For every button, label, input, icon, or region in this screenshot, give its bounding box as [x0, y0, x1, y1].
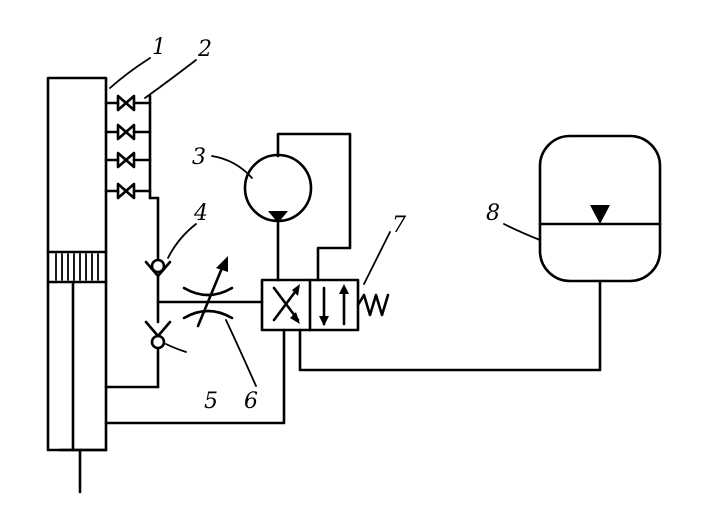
pump-drain-line: [276, 132, 352, 282]
reservoir-tank: [538, 134, 662, 283]
hydraulic-cylinder: [46, 76, 108, 494]
label-7: 7: [392, 213, 406, 238]
label-8: 8: [486, 201, 500, 226]
label-3: 3: [192, 145, 206, 170]
label-1: 1: [152, 35, 166, 60]
leader-lines: [109, 57, 541, 387]
label-6: 6: [244, 389, 258, 414]
label-4: 4: [193, 201, 208, 226]
piston-hatching: [55, 253, 99, 281]
label-2: 2: [197, 37, 212, 62]
label-5: 5: [204, 389, 218, 414]
throttle-adjust-arrow: [216, 256, 228, 272]
check-valve-4: [144, 258, 172, 278]
cylinder-return-line: [104, 328, 286, 425]
stop-valve-2: [116, 123, 136, 141]
stop-valve-1: [116, 94, 136, 112]
pump: [243, 132, 352, 282]
valve-spring: [356, 293, 390, 317]
fluid-level-marker: [590, 205, 610, 224]
tank-supply-line: [298, 279, 602, 372]
stop-valve-bank: [104, 94, 160, 260]
adjustable-throttle: [182, 256, 234, 328]
pump-flow-triangle: [268, 211, 288, 223]
stop-valve-4: [116, 182, 136, 200]
directional-valve: [260, 278, 390, 332]
stop-valve-3: [116, 151, 136, 169]
